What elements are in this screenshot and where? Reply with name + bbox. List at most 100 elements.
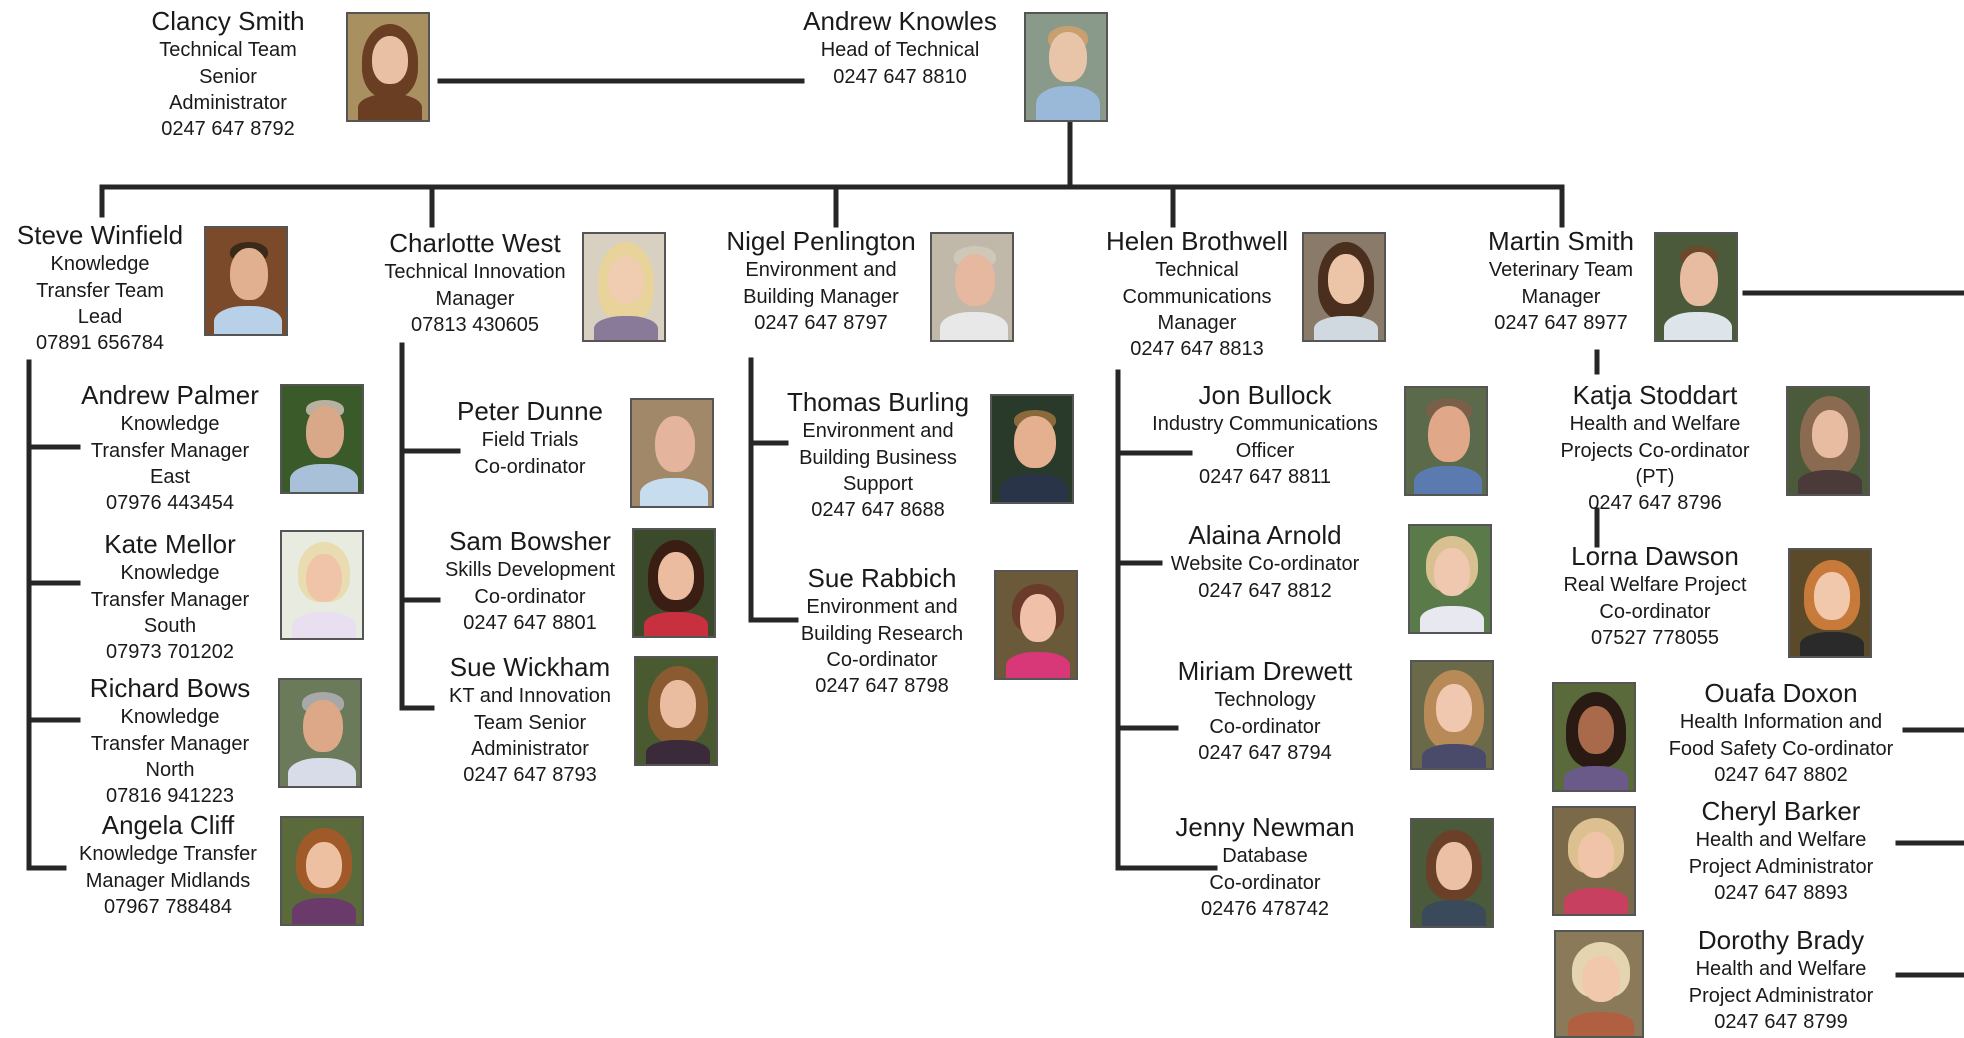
staff-title: Co-ordinator	[1209, 715, 1321, 738]
staff-card: Peter Dunne Field Trials Co-ordinator	[430, 396, 630, 480]
manager-title: Environment and	[745, 259, 897, 282]
staff-title: Knowledge Transfer	[79, 843, 257, 866]
staff-name: Ouafa Doxon	[1704, 678, 1858, 708]
head-title: Head of Technical	[820, 39, 980, 62]
staff-card: Jenny Newman Database Co-ordinator 02476…	[1130, 812, 1400, 922]
staff-title: Health and Welfare	[1569, 413, 1741, 436]
staff-card: Sue Rabbich Environment and Building Res…	[782, 563, 982, 700]
manager-title: Lead	[77, 305, 123, 328]
staff-photo	[1552, 682, 1636, 792]
manager-name: Nigel Penlington	[726, 226, 916, 256]
manager-title: Building Manager	[743, 285, 899, 308]
staff-title: Administrator	[471, 737, 589, 760]
staff-name: Dorothy Brady	[1697, 925, 1865, 955]
staff-name: Katja Stoddart	[1572, 380, 1738, 410]
staff-title: Manager Midlands	[85, 869, 251, 892]
manager-phone: 0247 647 8813	[1130, 338, 1264, 361]
staff-phone: 07816 941223	[106, 785, 234, 808]
staff-title: Knowledge	[120, 562, 220, 585]
head-phone: 0247 647 8810	[833, 65, 967, 88]
manager-photo	[204, 226, 288, 336]
staff-name: Lorna Dawson	[1571, 541, 1739, 571]
manager-card: Nigel Penlington Environment and Buildin…	[716, 226, 926, 336]
staff-phone: 0247 647 8799	[1714, 1010, 1848, 1033]
staff-title: Environment and	[806, 596, 958, 619]
staff-title: Support	[842, 472, 914, 495]
staff-phone: 07527 778055	[1591, 626, 1719, 649]
staff-card: Thomas Burling Environment and Building …	[778, 387, 978, 524]
staff-name: Jenny Newman	[1175, 812, 1355, 842]
manager-name: Helen Brothwell	[1105, 226, 1289, 256]
admin-phone: 0247 647 8792	[161, 118, 295, 141]
staff-phone: 0247 647 8794	[1198, 741, 1332, 764]
head-card: Andrew Knowles Head of Technical 0247 64…	[780, 6, 1020, 90]
staff-card: Sam Bowsher Skills Development Co-ordina…	[430, 526, 630, 636]
manager-card: Steve Winfield Knowledge Transfer Team L…	[0, 220, 200, 357]
staff-title: Officer	[1235, 439, 1295, 462]
staff-card: Cheryl Barker Health and Welfare Project…	[1656, 796, 1906, 906]
manager-title: Manager	[1157, 311, 1237, 334]
staff-name: Sam Bowsher	[449, 526, 611, 556]
staff-title: Co-ordinator	[474, 455, 586, 478]
staff-card: Sue Wickham KT and Innovation Team Senio…	[430, 652, 630, 789]
admin-name: Clancy Smith	[151, 6, 305, 36]
manager-card: Charlotte West Technical Innovation Mana…	[370, 228, 580, 338]
staff-title: Project Administrator	[1688, 984, 1874, 1007]
admin-photo	[346, 12, 430, 122]
staff-card: Ouafa Doxon Health Information and Food …	[1656, 678, 1906, 788]
manager-title: Manager	[435, 287, 515, 310]
staff-card: Alaina Arnold Website Co-ordinator 0247 …	[1130, 520, 1400, 604]
manager-photo	[1654, 232, 1738, 342]
manager-phone: 07891 656784	[36, 332, 164, 355]
staff-card: Jon Bullock Industry Communications Offi…	[1130, 380, 1400, 490]
staff-name: Sue Rabbich	[807, 563, 957, 593]
staff-title: Transfer Manager	[90, 439, 250, 462]
staff-photo	[1552, 806, 1636, 916]
staff-title: Website Co-ordinator	[1170, 553, 1360, 576]
staff-title: KT and Innovation	[449, 685, 611, 708]
staff-phone: 02476 478742	[1201, 897, 1329, 920]
staff-title: Building Research	[800, 622, 964, 645]
staff-photo	[1786, 386, 1870, 496]
staff-title: Projects Co-ordinator	[1560, 439, 1750, 462]
staff-title: Knowledge	[120, 706, 220, 729]
manager-name: Charlotte West	[389, 228, 561, 258]
staff-card: Kate Mellor Knowledge Transfer Manager S…	[70, 529, 270, 666]
staff-title: East	[149, 465, 191, 488]
staff-name: Jon Bullock	[1198, 380, 1332, 410]
manager-title: Manager	[1521, 285, 1601, 308]
staff-title: Transfer Manager	[90, 732, 250, 755]
staff-title: South	[143, 614, 197, 637]
staff-phone: 0247 647 8812	[1198, 579, 1332, 602]
staff-title: Food Safety Co-ordinator	[1668, 737, 1894, 760]
staff-phone: 0247 647 8796	[1588, 492, 1722, 515]
staff-title: North	[145, 758, 195, 781]
staff-title: Building Business	[799, 446, 957, 469]
staff-title: Health Information and	[1679, 711, 1883, 734]
manager-title: Technical Innovation	[384, 261, 566, 284]
staff-card: Miriam Drewett Technology Co-ordinator 0…	[1130, 656, 1400, 766]
staff-title: Environment and	[802, 420, 954, 443]
admin-title-1: Senior	[199, 65, 257, 88]
manager-photo	[930, 232, 1014, 342]
staff-phone: 07976 443454	[106, 492, 234, 515]
staff-name: Kate Mellor	[104, 529, 236, 559]
manager-title: Knowledge	[50, 253, 150, 276]
head-name: Andrew Knowles	[803, 6, 997, 36]
staff-name: Peter Dunne	[457, 396, 603, 426]
manager-card: Martin Smith Veterinary Team Manager 024…	[1456, 226, 1666, 336]
admin-title-2: Administrator	[169, 91, 287, 114]
staff-phone: 0247 647 8893	[1714, 881, 1848, 904]
staff-card: Lorna Dawson Real Welfare Project Co-ord…	[1530, 541, 1780, 651]
staff-title: Database	[1222, 845, 1308, 868]
staff-phone: 07973 701202	[106, 641, 234, 664]
manager-phone: 0247 647 8977	[1494, 311, 1628, 334]
staff-photo	[1404, 386, 1488, 496]
staff-photo	[632, 528, 716, 638]
staff-phone: 0247 647 8801	[463, 611, 597, 634]
head-photo	[1024, 12, 1108, 122]
staff-photo	[634, 656, 718, 766]
manager-phone: 07813 430605	[411, 313, 539, 336]
staff-photo	[990, 394, 1074, 504]
staff-name: Thomas Burling	[786, 387, 970, 417]
